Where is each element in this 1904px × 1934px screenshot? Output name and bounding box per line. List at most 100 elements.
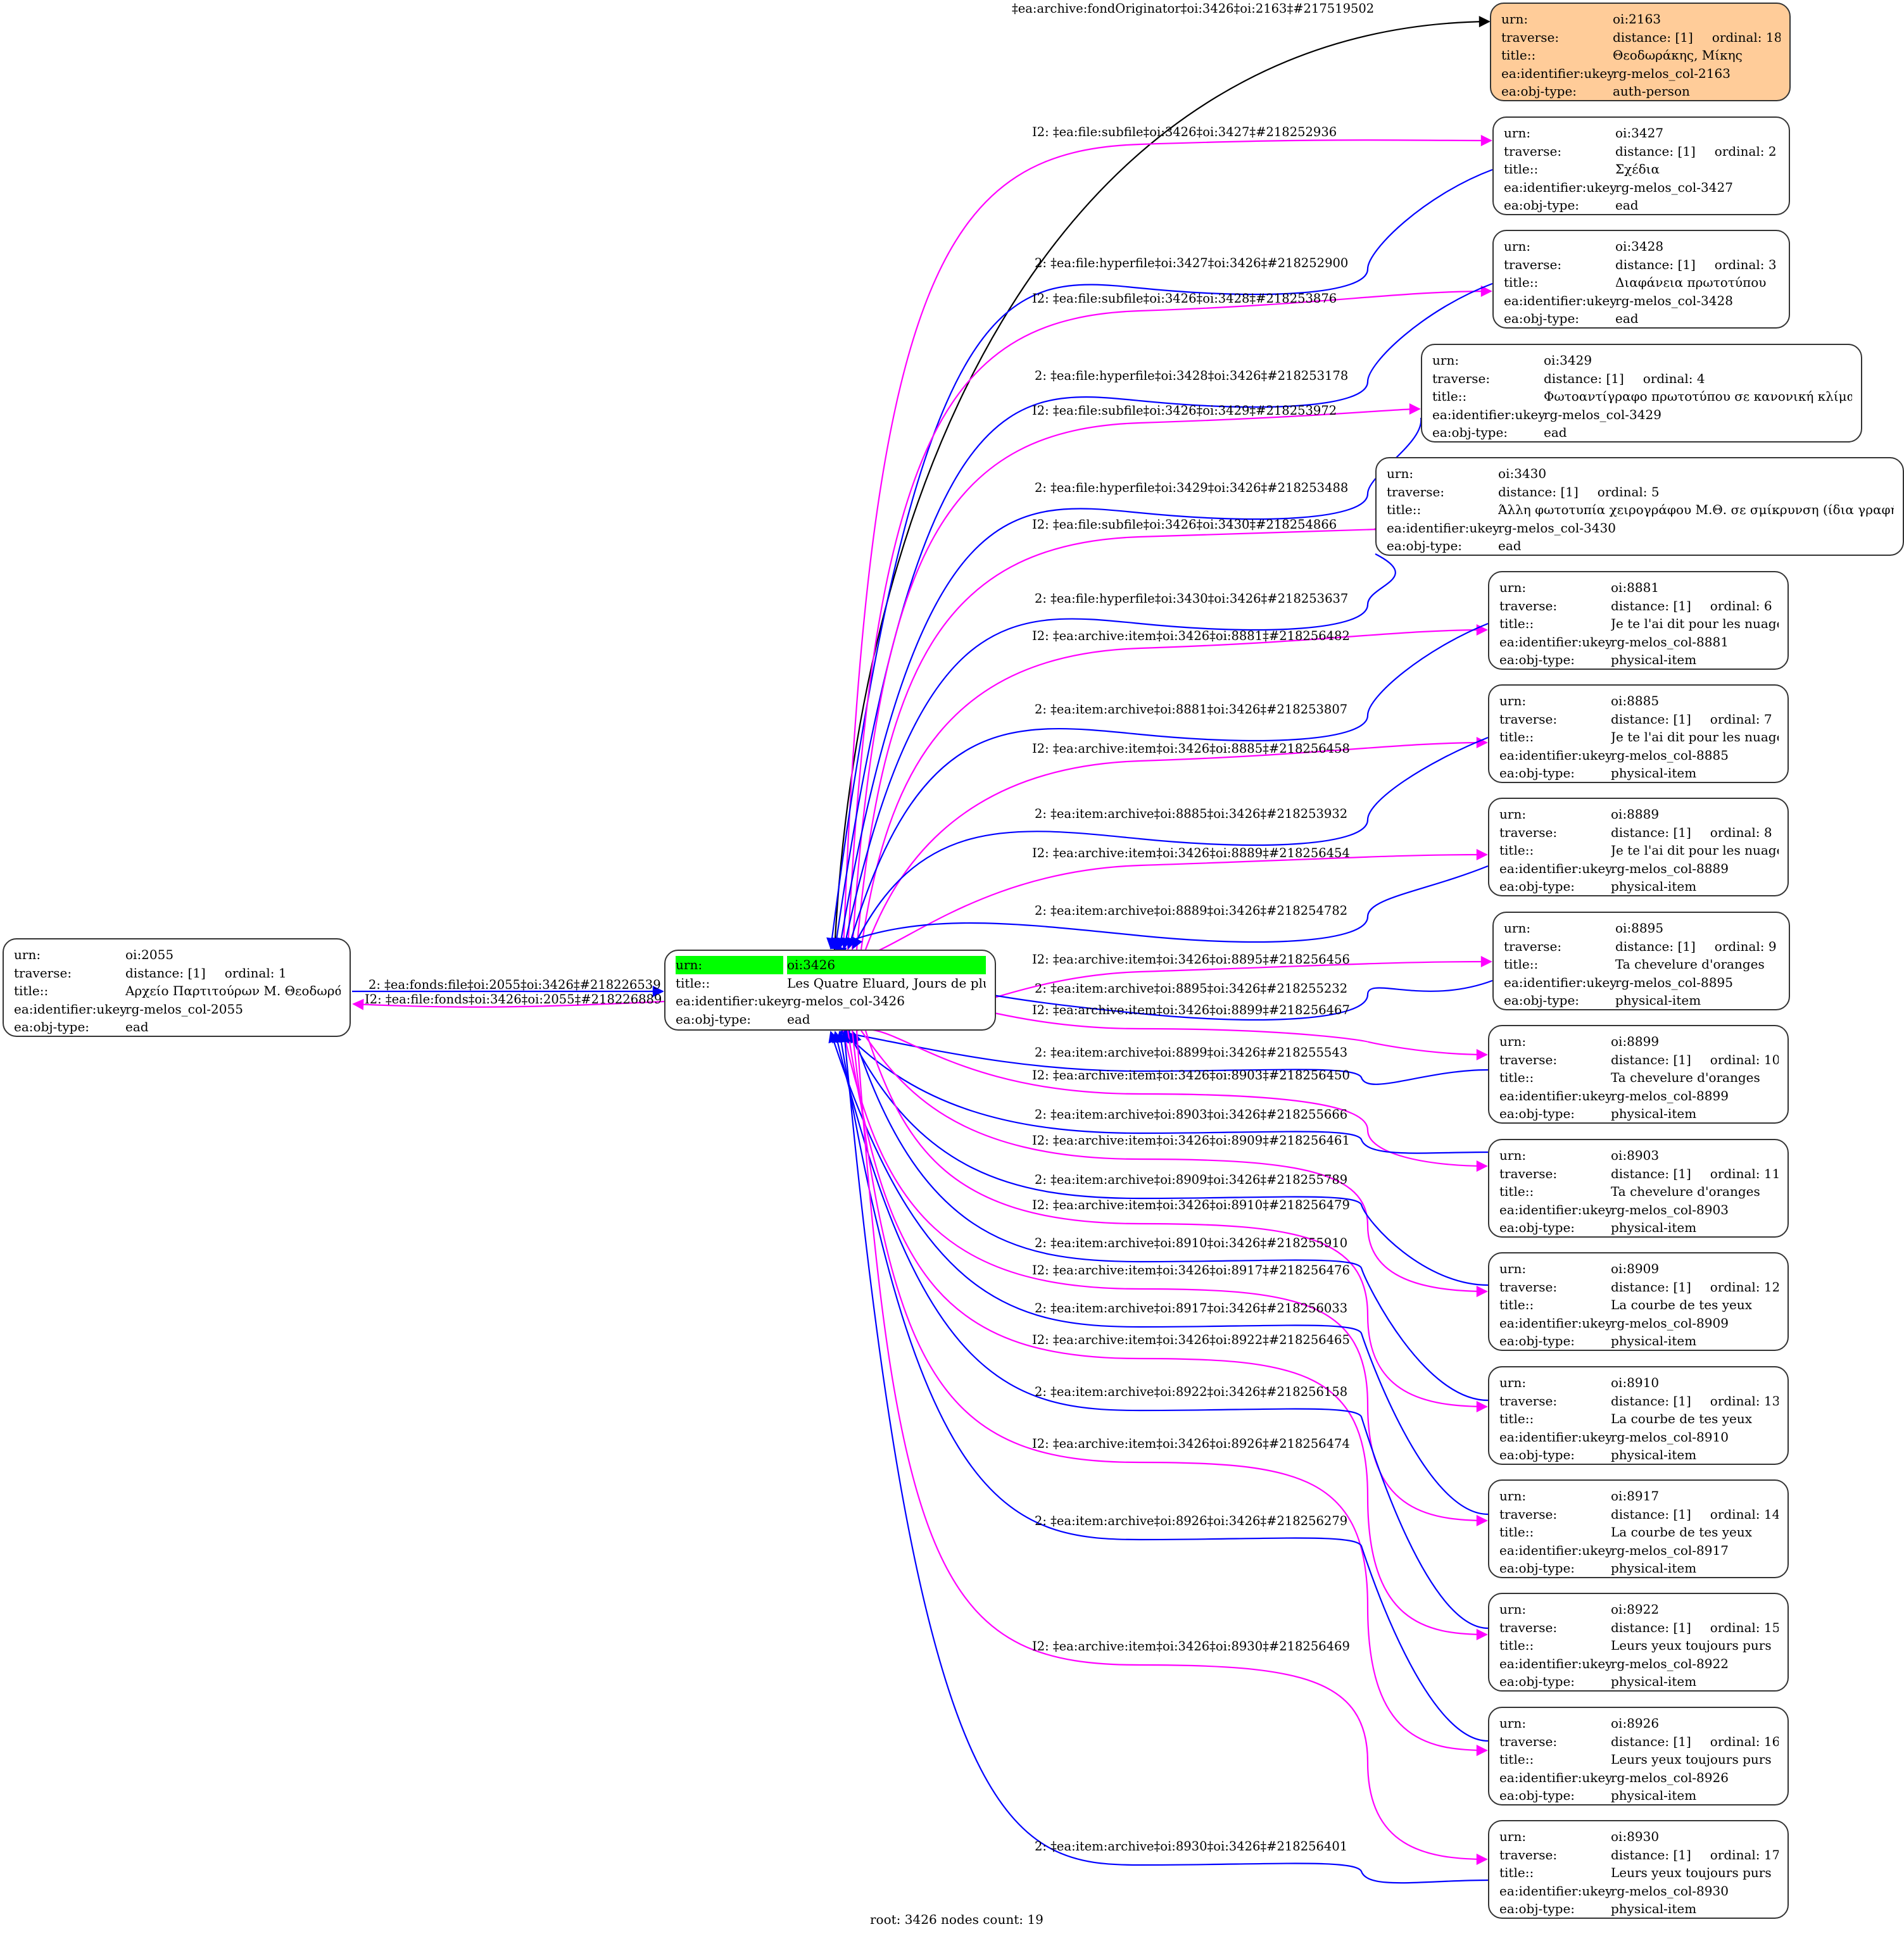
- node-field-traverse: traverse:distance: [1]ordinal: 13: [1499, 1392, 1779, 1410]
- edge-label-forward: 2: ‡ea:item:archive‡oi:8899‡oi:3426‡#218…: [1035, 1045, 1348, 1060]
- edge-forward: [835, 417, 1422, 950]
- graph-node-oi-8881[interactable]: urn:oi:8881 traverse:distance: [1]ordina…: [1488, 571, 1789, 670]
- graph-node-oi-8930[interactable]: urn:oi:8930 traverse:distance: [1]ordina…: [1488, 1820, 1789, 1919]
- node-urn: oi:3430: [1498, 466, 1547, 481]
- node-ukey: rg-melos_col-8922: [1611, 1655, 1729, 1671]
- node-objtype: physical-item: [1611, 1901, 1697, 1916]
- node-title: Σχέδια: [1615, 161, 1660, 177]
- edge-inverse: [860, 624, 1488, 950]
- node-title: Leurs yeux toujours purs: [1611, 1865, 1772, 1880]
- edge-forward: [826, 168, 1493, 950]
- edge-label-forward: 2: ‡ea:file:hyperfile‡oi:3429‡oi:3426‡#2…: [1035, 480, 1349, 495]
- node-ordinal: ordinal: 13: [1710, 1393, 1779, 1409]
- graph-node-oi-8885[interactable]: urn:oi:8885 traverse:distance: [1]ordina…: [1488, 684, 1789, 783]
- node-title: Leurs yeux toujours purs: [1611, 1752, 1772, 1767]
- graph-node-oi-8909[interactable]: urn:oi:8909 traverse:distance: [1]ordina…: [1488, 1252, 1789, 1351]
- graph-node-parent[interactable]: urn:oi:2055 traverse:distance: [1]ordina…: [3, 938, 351, 1037]
- edge-forward: [829, 865, 1489, 950]
- node-field-urn: urn:oi:8899: [1499, 1033, 1779, 1051]
- edge-forward: [831, 282, 1493, 950]
- graph-node-oi-3430[interactable]: urn:oi:3430 traverse:distance: [1]ordina…: [1375, 457, 1904, 556]
- node-distance: distance: [1]: [1613, 29, 1693, 45]
- node-ukey: rg-melos_col-8903: [1611, 1202, 1729, 1217]
- node-field-traverse: traverse:distance: [1]ordinal: 15: [1499, 1619, 1779, 1637]
- edge-label-forward: 2: ‡ea:file:hyperfile‡oi:3427‡oi:3426‡#2…: [1035, 256, 1349, 270]
- node-objtype: physical-item: [1611, 1788, 1697, 1803]
- graph-node-oi-3428[interactable]: urn:oi:3428 traverse:distance: [1]ordina…: [1492, 230, 1790, 329]
- node-title: Ta chevelure d'oranges: [1615, 957, 1765, 972]
- graph-node-oi-8910[interactable]: urn:oi:8910 traverse:distance: [1]ordina…: [1488, 1366, 1789, 1465]
- edge-label-parent-inverse: I2: ‡ea:file:fonds‡oi:3426‡oi:2055‡#2182…: [365, 992, 662, 1007]
- node-objtype: physical-item: [1611, 1333, 1697, 1348]
- edge-label-forward: 2: ‡ea:file:hyperfile‡oi:3430‡oi:3426‡#2…: [1035, 591, 1349, 606]
- graph-node-root[interactable]: urn:oi:3426 title::Les Quatre Eluard, Jo…: [664, 950, 996, 1031]
- node-field-objtype: ea:obj-type:physical-item: [1499, 1105, 1779, 1123]
- edge-inverse: [847, 1030, 1488, 1640]
- node-urn: oi:8885: [1611, 693, 1660, 708]
- node-ukey: rg-melos_col-8910: [1611, 1429, 1729, 1445]
- node-ordinal: ordinal: 9: [1714, 938, 1777, 954]
- graph-node-oi-8917[interactable]: urn:oi:8917 traverse:distance: [1]ordina…: [1488, 1479, 1789, 1578]
- graph-node-oi-8922[interactable]: urn:oi:8922 traverse:distance: [1]ordina…: [1488, 1593, 1789, 1692]
- node-ukey: rg-melos_col-2055: [125, 1001, 243, 1017]
- edge-label-forward: 2: ‡ea:item:archive‡oi:8885‡oi:3426‡#218…: [1035, 807, 1348, 821]
- node-field-traverse: traverse:distance: [1]ordinal: 7: [1499, 711, 1772, 727]
- edge-inverse: [855, 524, 1385, 950]
- graph-node-oi-3427[interactable]: urn:oi:3427 traverse:distance: [1]ordina…: [1492, 116, 1790, 215]
- graph-node-oi-8903[interactable]: urn:oi:8903 traverse:distance: [1]ordina…: [1488, 1139, 1789, 1238]
- edge-inverse: [842, 134, 1492, 950]
- graph-node-oi-3429[interactable]: urn:oi:3429 traverse:distance: [1]ordina…: [1421, 344, 1862, 443]
- node-ukey: rg-melos_col-2163: [1613, 65, 1731, 81]
- node-field-title: title::Ta chevelure d'oranges: [1499, 1069, 1779, 1087]
- node-field-objtype: ea:obj-type:physical-item: [1499, 877, 1779, 896]
- node-distance: distance: [1]: [1611, 598, 1691, 613]
- node-field-title: title::Leurs yeux toujours purs: [1499, 1750, 1779, 1769]
- node-objtype: auth-person: [1613, 84, 1690, 99]
- node-title: Ta chevelure d'oranges: [1611, 1184, 1760, 1199]
- node-field-objtype: ea:obj-type:ead: [1432, 424, 1852, 442]
- node-objtype: physical-item: [1611, 652, 1697, 667]
- graph-node-oi-2163[interactable]: urn:oi:2163 traverse:distance: [1]ordina…: [1490, 3, 1791, 101]
- node-field-urn: urn:oi:8895: [1504, 919, 1780, 938]
- node-field-traverse: traverse:distance: [1]ordinal: 11: [1499, 1165, 1779, 1183]
- node-field-urn: urn:oi:8910: [1499, 1374, 1779, 1392]
- node-field-traverse: traverse:distance: [1]ordinal: 6: [1499, 598, 1772, 613]
- node-field-objtype: ea:obj-type:physical-item: [1499, 1559, 1779, 1578]
- edge-label-inverse: I2: ‡ea:archive:item‡oi:3426‡oi:8899‡#21…: [1032, 1003, 1350, 1017]
- graph-caption: root: 3426 nodes count: 19: [870, 1912, 1043, 1927]
- node-field-traverse: traverse:distance: [1]ordinal: 8: [1499, 824, 1772, 840]
- edge-label-inverse: I2: ‡ea:file:subfile‡oi:3426‡oi:3429‡#21…: [1032, 403, 1337, 418]
- edge-label-inverse: I2: ‡ea:archive:item‡oi:3426‡oi:8926‡#21…: [1032, 1436, 1350, 1451]
- graph-node-oi-8926[interactable]: urn:oi:8926 traverse:distance: [1]ordina…: [1488, 1707, 1789, 1805]
- node-urn: oi:8910: [1611, 1375, 1660, 1390]
- node-objtype: physical-item: [1615, 993, 1701, 1008]
- node-field-objtype: ea:obj-type:ead: [1504, 196, 1780, 215]
- graph-node-oi-8889[interactable]: urn:oi:8889 traverse:distance: [1]ordina…: [1488, 798, 1789, 896]
- node-title: Je te l'ai dit pour les nuages: [1611, 729, 1779, 744]
- node-field-title: title::Je te l'ai dit pour les nuages: [1499, 728, 1779, 746]
- node-field-traverse: traverse:distance: [1]ordinal: 16: [1499, 1733, 1779, 1751]
- edge-label-forward: 2: ‡ea:item:archive‡oi:8926‡oi:3426‡#218…: [1035, 1514, 1348, 1528]
- graph-node-oi-8899[interactable]: urn:oi:8899 traverse:distance: [1]ordina…: [1488, 1025, 1789, 1124]
- edge-label-forward: 2: ‡ea:item:archive‡oi:8910‡oi:3426‡#218…: [1035, 1236, 1348, 1250]
- node-objtype: physical-item: [1611, 1447, 1697, 1462]
- node-ordinal: ordinal: 3: [1714, 256, 1777, 272]
- node-field-urn: urn:oi:8885: [1499, 692, 1779, 710]
- edge-forward: [831, 1031, 1489, 1629]
- node-objtype: ead: [787, 1011, 810, 1027]
- node-distance: distance: [1]: [1611, 824, 1691, 840]
- graph-node-oi-8895[interactable]: urn:oi:8895 traverse:distance: [1]ordina…: [1492, 912, 1790, 1010]
- edge-forward: [845, 622, 1489, 950]
- node-field-objtype: ea:obj-type:physical-item: [1499, 1219, 1779, 1237]
- edge-label-inverse: I2: ‡ea:file:subfile‡oi:3426‡oi:3428‡#21…: [1032, 291, 1337, 306]
- node-field-title: title::Ta chevelure d'oranges: [1504, 955, 1780, 974]
- node-field-title: title::Je te l'ai dit pour les nuages: [1499, 841, 1779, 860]
- edge-label-forward: 2: ‡ea:item:archive‡oi:8922‡oi:3426‡#218…: [1035, 1385, 1348, 1399]
- edge-inverse: [851, 403, 1421, 950]
